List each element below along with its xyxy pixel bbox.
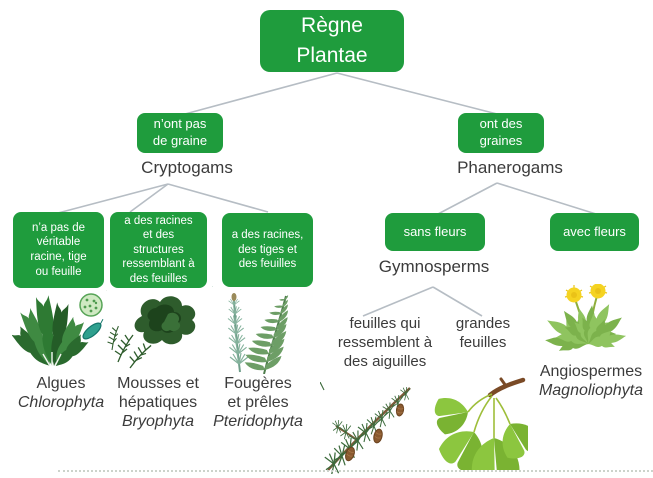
taxon-name: Angiospermes	[539, 363, 643, 380]
bottom-dotted-divider	[58, 470, 653, 472]
caption-mousses: Mousses et hépatiques Bryophyta	[101, 374, 215, 432]
taxon-name: Algues	[36, 375, 86, 392]
pine-cones-icon	[345, 403, 405, 462]
has-seed-box: ont des graines	[458, 113, 544, 153]
taxon-latin: Pteridophyta	[213, 413, 303, 431]
caption-fougeres: Fougères et prêles Pteridophyta	[203, 374, 313, 432]
taxon-latin: Chlorophyta	[17, 394, 105, 412]
phanerogams-label: Phanerogams	[457, 158, 563, 177]
regne-plantae-box: Règne Plantae	[260, 10, 404, 72]
fern-illustration	[212, 286, 291, 374]
algae-illustration	[12, 293, 104, 372]
caption-algues: Algues Chlorophyta	[5, 374, 117, 412]
caption-angiospermes: Angiospermes Magnoliophyta	[531, 362, 651, 400]
no-true-root-box: n’a pas de véritable racine, tige ou feu…	[13, 212, 104, 288]
taxon-latin: Magnoliophyta	[538, 382, 644, 400]
horsetail-cone-icon	[231, 293, 237, 301]
microalga-colony-icon	[79, 293, 103, 317]
sans-fleurs-box: sans fleurs	[385, 213, 485, 251]
leaflike-structures-box: a des racines et des structures ressembl…	[110, 212, 207, 288]
broad-leaves-label: grandes feuilles	[455, 315, 511, 351]
needle-leaves-label: feuilles qui ressemblent à des aiguilles	[337, 315, 433, 370]
taxon-latin: Bryophyta	[121, 413, 195, 431]
euglena-icon	[82, 318, 104, 340]
avec-fleurs-box: avec fleurs	[550, 213, 639, 251]
moss-illustration	[106, 290, 196, 373]
gymnosperms-label: Gymnosperms	[378, 257, 490, 276]
dandelion-flowers-icon	[564, 284, 608, 303]
cryptogams-label: Cryptogams	[141, 158, 233, 177]
taxon-name: Mousses et hépatiques	[117, 375, 199, 412]
algae-stipes	[42, 352, 62, 367]
ginkgo-illustration	[432, 377, 528, 470]
taxon-name: Fougères et prêles	[224, 375, 292, 412]
dandelion-illustration	[541, 284, 628, 354]
roots-stems-leaves-box: a des racines, des tiges et des feuilles	[222, 213, 313, 287]
conifer-illustration	[320, 382, 411, 474]
no-seed-box: n’ont pas de graine	[137, 113, 223, 153]
